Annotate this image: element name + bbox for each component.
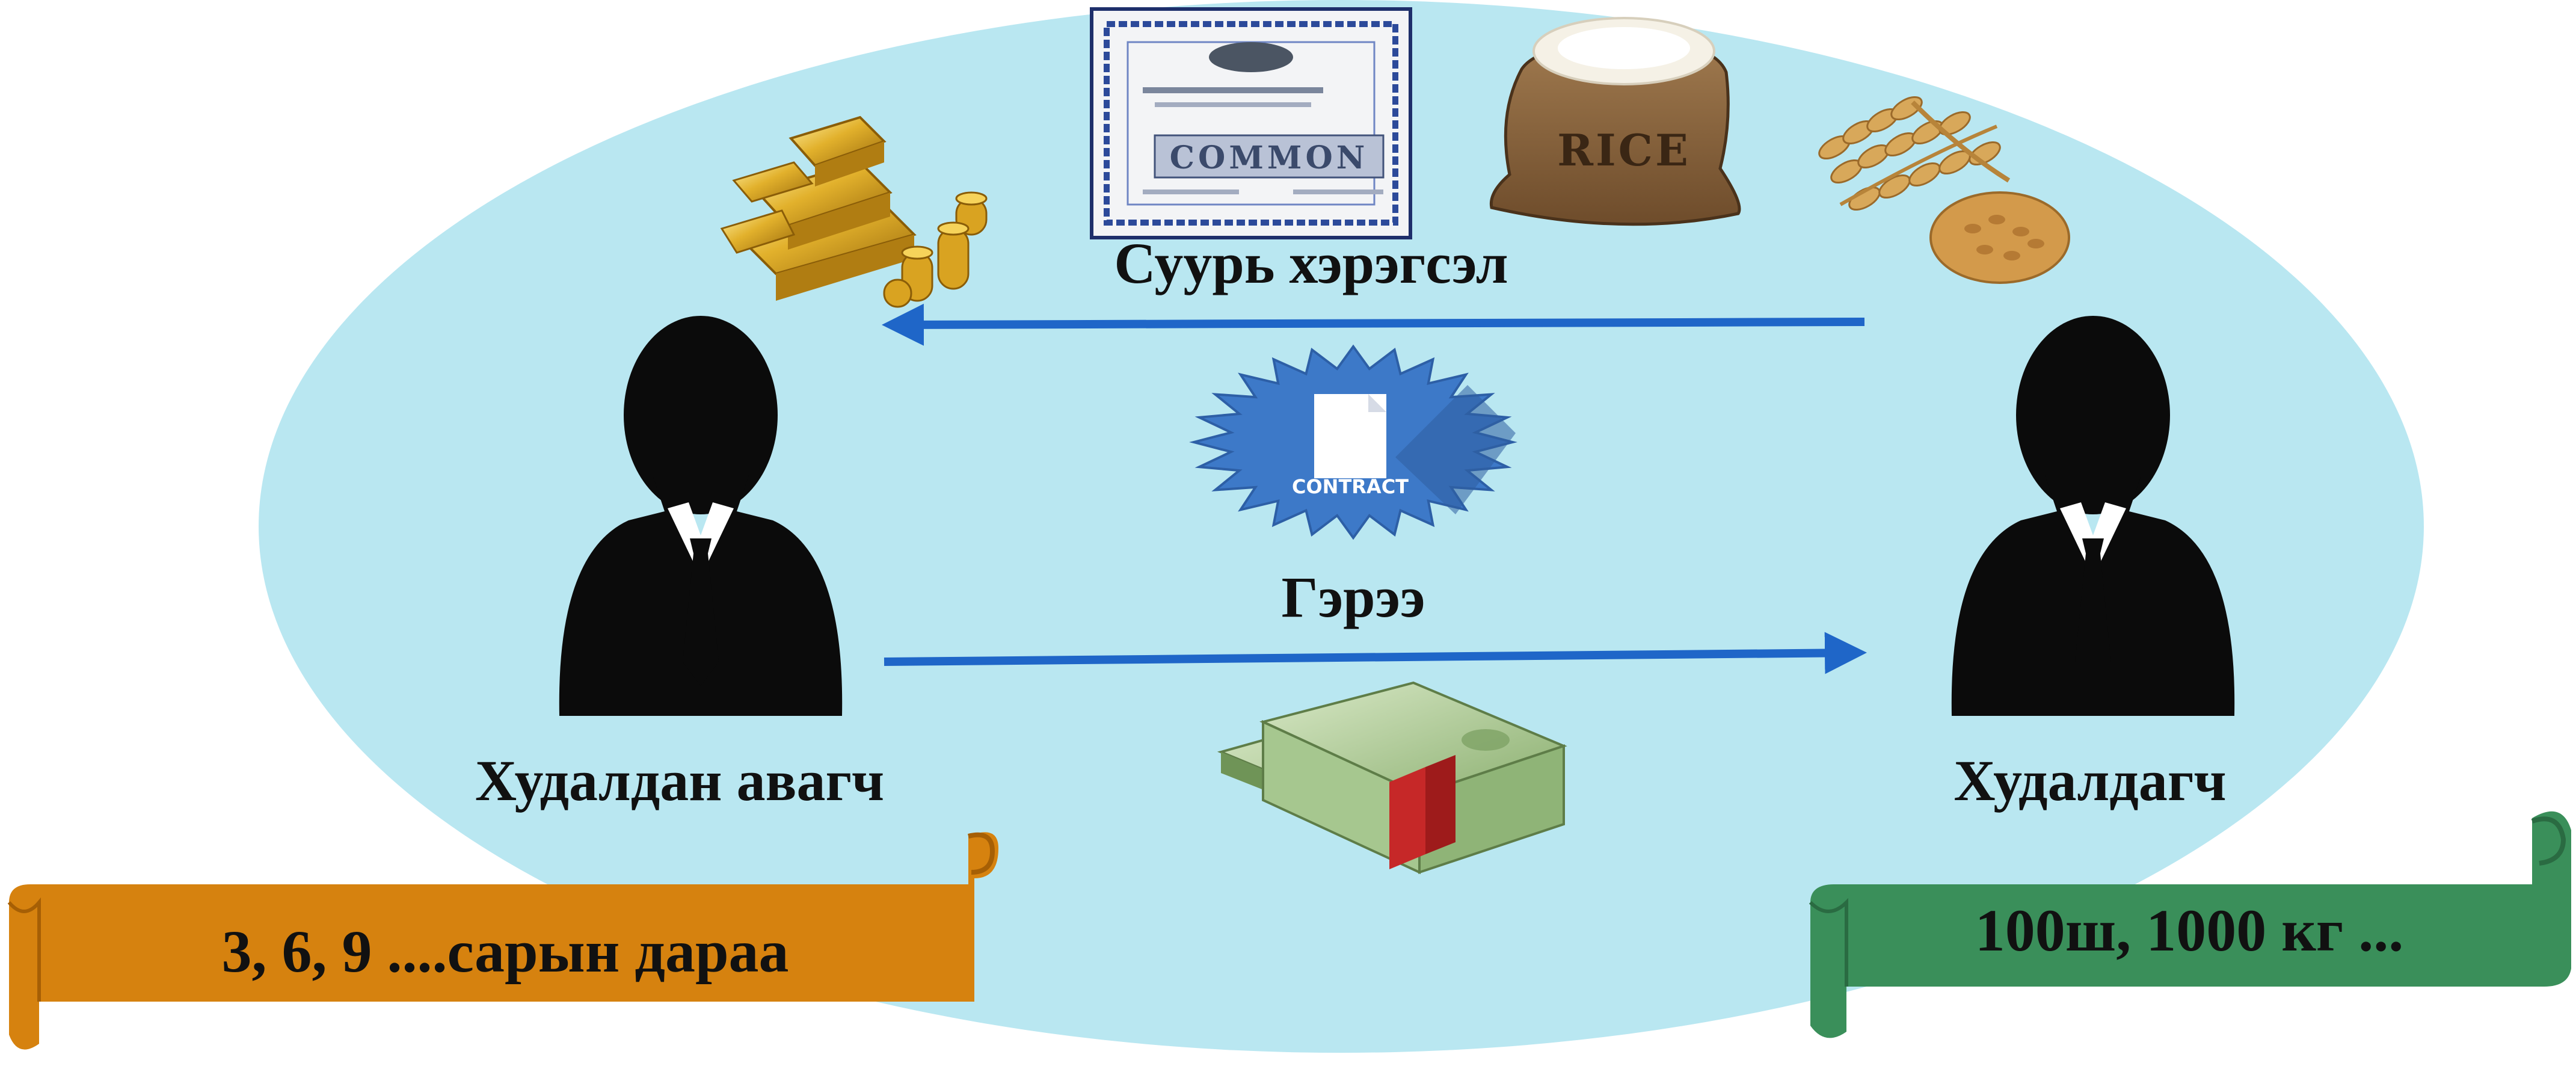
buyer-label: Худалдан авагч <box>475 748 884 813</box>
contract-seal-icon: CONTRACT <box>1189 344 1517 540</box>
rice-sack-icon: RICE <box>1489 17 1741 226</box>
underlying-asset-label: Суурь хэрэгсэл <box>1114 231 1508 295</box>
payment-flow-arrow <box>884 632 1867 674</box>
buyer-person-icon <box>559 316 843 716</box>
seller-label: Худалдагч <box>1954 748 2226 813</box>
stock-certificate-icon: COMMON <box>1090 7 1412 239</box>
quantity-banner: 100ш, 1000 кг ... <box>1809 811 2571 1038</box>
quantity-text: 100ш, 1000 кг ... <box>1975 897 2403 964</box>
time-period-banner: 3, 6, 9 ....сарын дараа <box>7 832 998 1050</box>
rice-sack-word: RICE <box>1557 125 1691 176</box>
seller-person-icon <box>1951 316 2235 716</box>
asset-flow-arrow <box>882 303 1865 346</box>
wheat-icon <box>1818 96 2070 284</box>
gold-bars-icon <box>720 116 988 308</box>
stock-certificate-word: COMMON <box>1170 140 1369 176</box>
contract-seal-word: CONTRACT <box>1292 475 1409 498</box>
money-stack-icon <box>1217 681 1567 875</box>
time-period-text: 3, 6, 9 ....сарын дараа <box>221 918 788 985</box>
contract-label: Гэрээ <box>1282 565 1425 629</box>
